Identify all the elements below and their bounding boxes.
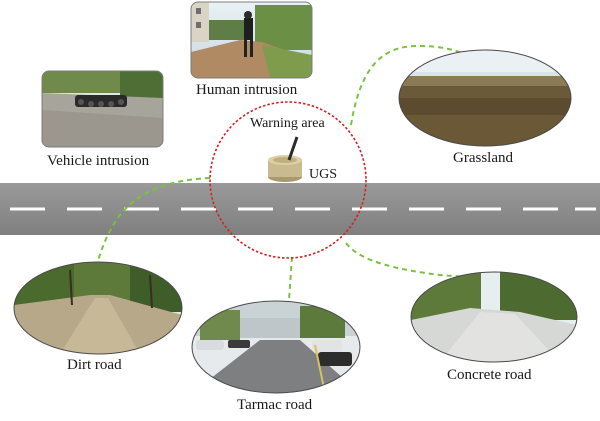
human-intrusion-label: Human intrusion: [196, 82, 298, 98]
grassland-label: Grassland: [453, 150, 513, 166]
vehicle-intrusion-frame: [41, 70, 164, 148]
warning-area-circle: [209, 101, 367, 259]
ugs-sensor-icon: [268, 136, 302, 182]
tarmac-road-frame: [191, 300, 361, 394]
human-intrusion-photo: [191, 2, 312, 78]
dirt-road-photo: [14, 262, 182, 354]
connector-tarmac: [288, 256, 293, 301]
vehicle-intrusion-photo: [42, 71, 163, 147]
dirt-road-frame: [13, 261, 183, 355]
dirt-road-label: Dirt road: [67, 357, 122, 373]
warning-area-label: Warning area: [250, 116, 325, 131]
tarmac-road-label: Tarmac road: [237, 397, 313, 413]
connector-grassland: [350, 44, 471, 126]
human-intrusion-frame: [190, 1, 313, 79]
grassland-frame: [398, 49, 572, 147]
ugs-label: UGS: [309, 167, 338, 182]
grassland-photo: [399, 50, 571, 146]
concrete-road-label: Concrete road: [447, 367, 532, 383]
concrete-road-photo: [411, 272, 577, 362]
connector-dirt: [96, 177, 211, 265]
vehicle-intrusion-label: Vehicle intrusion: [47, 153, 150, 169]
concrete-road-frame: [410, 271, 578, 363]
connector-concrete: [345, 242, 498, 278]
tarmac-road-photo: [192, 301, 360, 393]
